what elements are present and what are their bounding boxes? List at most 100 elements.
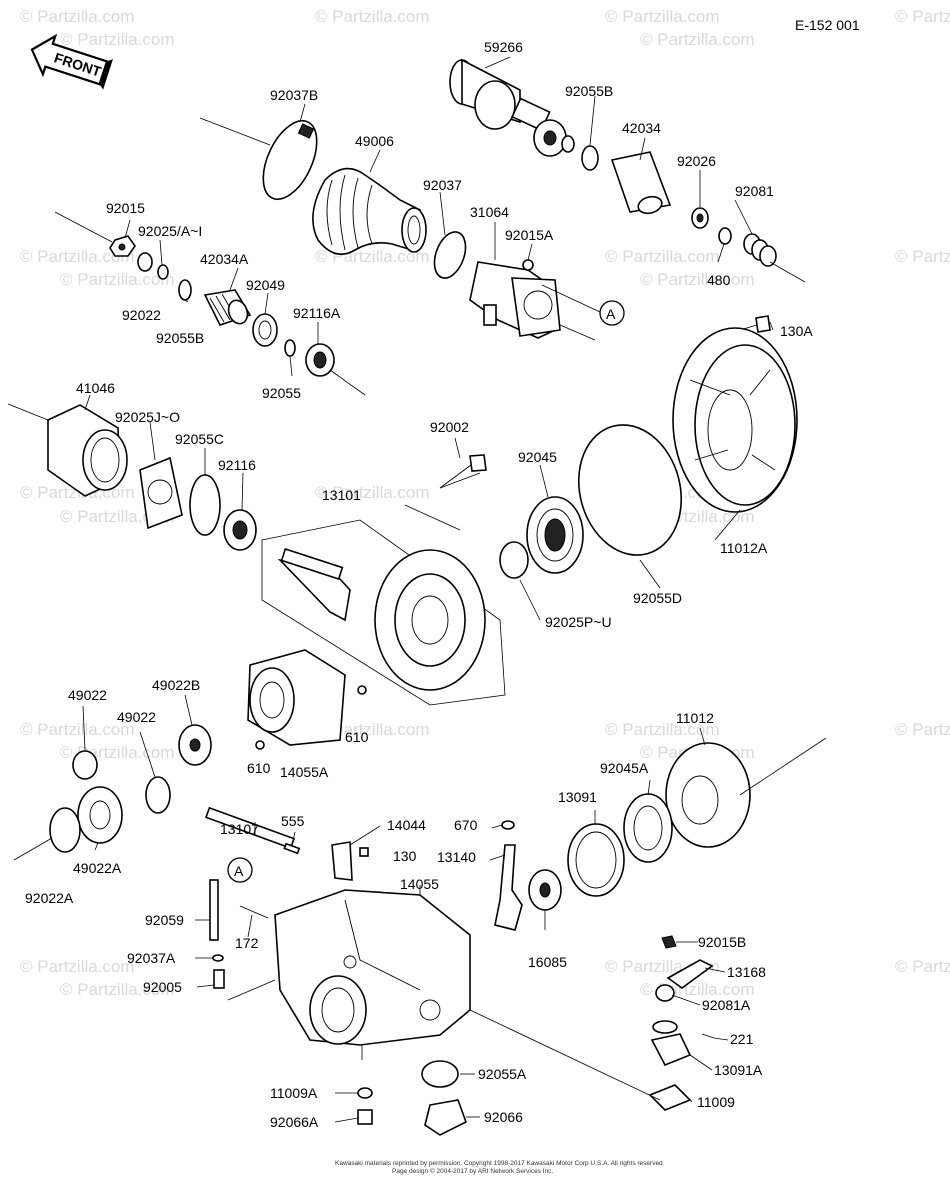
part-label-92022: 92022 — [122, 307, 161, 323]
parts-drawings: A A — [47, 58, 798, 1136]
part-label-49022-a: 49022 — [68, 687, 107, 703]
bearing-92045-part — [526, 496, 584, 574]
callout-a-top: A — [599, 300, 625, 326]
part-label-130A: 130A — [780, 323, 813, 339]
footer-line-1: Kawasaki materials reprinted by permissi… — [335, 1160, 663, 1167]
oring-92055B-left-part — [178, 279, 192, 301]
part-label-172: 172 — [235, 935, 259, 951]
part-label-42034: 42034 — [622, 120, 661, 136]
part-label-92055B-top: 92055B — [565, 83, 613, 99]
diff-case-14055A-part — [247, 649, 346, 746]
part-label-11009A: 11009A — [270, 1085, 318, 1101]
part-label-92116A: 92116A — [293, 305, 341, 321]
part-label-41046: 41046 — [76, 380, 115, 396]
gasket-11009A-part — [357, 1087, 373, 1099]
part-label-49022B: 49022B — [152, 677, 200, 693]
clip-92037A-part — [212, 954, 224, 962]
nut-92015A-part — [522, 259, 534, 271]
bolt-221-part — [701, 1033, 715, 1039]
part-label-555: 555 — [281, 813, 305, 829]
part-label-92037B: 92037B — [270, 87, 318, 103]
part-label-49022A: 49022A — [73, 860, 122, 876]
oring-92055D-part — [577, 424, 683, 556]
part-label-610-a: 610 — [345, 729, 369, 745]
part-label-13091A: 13091A — [714, 1062, 763, 1078]
part-labels: 59266 92037B 49006 92055B 42034 92026 92… — [25, 39, 813, 1130]
part-label-13107: 13107 — [220, 821, 259, 837]
part-label-13091: 13091 — [558, 789, 597, 805]
ring-13091-part — [567, 823, 625, 897]
part-label-92055D: 92055D — [633, 590, 682, 606]
pin-610-part — [255, 740, 265, 750]
pin-610-part — [357, 685, 367, 695]
part-label-480: 480 — [707, 272, 731, 288]
gasket-92025J-part — [139, 456, 183, 530]
side-gear-49022A-part — [77, 786, 123, 844]
spring-92081-part — [743, 233, 777, 267]
cover-11012A-part — [672, 327, 798, 513]
cover-13091A-part — [650, 1033, 692, 1067]
pin-555-part — [283, 842, 301, 855]
part-label-610-b: 610 — [247, 760, 271, 776]
footer-line-2: Page design © 2004-2017 by ARI Network S… — [392, 1167, 553, 1175]
part-label-92066A: 92066A — [270, 1114, 319, 1130]
part-label-14055: 14055 — [400, 876, 439, 892]
bracket-14044-part — [331, 841, 353, 881]
seal-92049-part — [252, 313, 278, 347]
watermark: © Partzilla.com — [895, 720, 950, 739]
callout-a-label: A — [234, 863, 244, 879]
watermark: © Partzilla.com — [895, 957, 950, 976]
callout-a-label: A — [606, 306, 616, 322]
watermark: © Partzilla.com — [605, 7, 720, 26]
bolt-92002-part — [439, 454, 487, 489]
pin-92059-part — [209, 879, 219, 941]
part-label-92015: 92015 — [106, 200, 145, 216]
part-label-13101: 13101 — [322, 487, 361, 503]
case-14055-part — [274, 889, 471, 1046]
part-label-59266: 59266 — [484, 39, 523, 55]
part-label-92002: 92002 — [430, 419, 469, 435]
watermark: © Partzilla.com — [895, 247, 950, 266]
shim-92025P-part — [499, 541, 529, 579]
leader-lines — [7, 56, 827, 1123]
flange-11012-part — [665, 742, 751, 848]
part-label-14044: 14044 — [387, 817, 426, 833]
part-label-92055A: 92055A — [478, 1066, 527, 1082]
pinion-gear-49022-part — [72, 750, 98, 780]
part-label-92037A: 92037A — [127, 950, 176, 966]
part-label-92116: 92116 — [218, 457, 256, 473]
housing-31064-part — [469, 261, 561, 339]
ring-670-part — [501, 820, 515, 830]
lever-13168-part — [666, 959, 714, 989]
part-label-92025J-O: 92025J~O — [115, 409, 180, 425]
part-label-49006: 49006 — [355, 133, 394, 149]
watermark: © Partzilla.com — [895, 7, 950, 26]
splined-sleeve-42034A-part — [203, 289, 252, 326]
oring-92055B-part — [581, 145, 599, 171]
nut-92015B-part — [661, 935, 677, 949]
part-label-92081A: 92081A — [702, 997, 751, 1013]
part-label-130: 130 — [393, 848, 417, 864]
part-label-11012: 11012 — [676, 710, 714, 726]
part-label-92081: 92081 — [735, 183, 774, 199]
part-label-92045A: 92045A — [600, 760, 649, 776]
watermark: © Partzilla.com — [20, 720, 135, 739]
part-label-31064: 31064 — [470, 204, 509, 220]
gasket-11009-part — [648, 1084, 692, 1111]
clamp-92037-part — [433, 231, 467, 279]
part-label-92066: 92066 — [484, 1109, 523, 1125]
copyright-footer: Kawasaki materials reprinted by permissi… — [335, 1160, 663, 1175]
part-label-42034A: 42034A — [200, 251, 249, 267]
part-label-92055: 92055 — [262, 385, 301, 401]
shim-92025-part — [137, 252, 153, 272]
clamp-92037B-part — [262, 120, 318, 200]
watermark: © Partzilla.com — [20, 247, 135, 266]
boot-49006-part — [312, 167, 427, 256]
watermark: © Partzilla.com — [605, 247, 720, 266]
part-label-92045: 92045 — [518, 449, 557, 465]
watermark: © Partzilla.com — [60, 270, 175, 289]
part-label-92055B-left: 92055B — [156, 330, 204, 346]
part-label-13140: 13140 — [437, 849, 476, 865]
oring-92055-part — [284, 339, 296, 357]
